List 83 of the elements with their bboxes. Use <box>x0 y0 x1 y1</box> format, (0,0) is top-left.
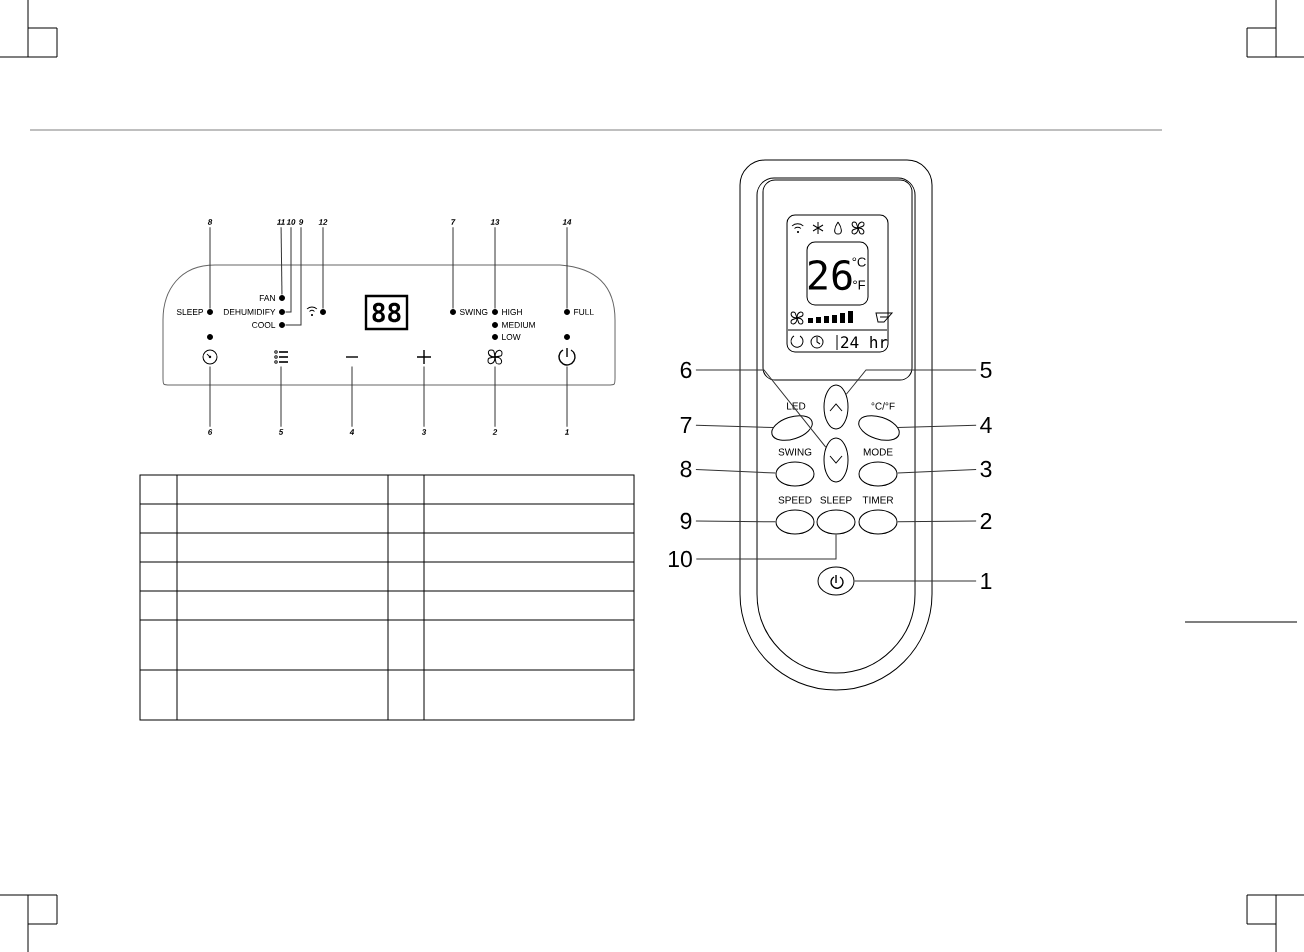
callout-number: 4 <box>980 417 992 433</box>
leader-line <box>854 580 977 582</box>
power-icon <box>558 347 576 366</box>
leader-line <box>452 226 454 309</box>
callout-number: 14 <box>562 219 572 225</box>
list-icon <box>274 350 289 364</box>
callout-number: 2 <box>492 429 498 435</box>
indicator-label: COOL <box>252 322 276 328</box>
callout-number: 3 <box>421 429 427 435</box>
remote-button: MODE <box>858 448 898 487</box>
callout-number: 8 <box>680 460 692 478</box>
callout-number: 1 <box>981 573 992 589</box>
leader-line <box>209 366 211 428</box>
remote-button: TIMER <box>858 496 898 535</box>
leader-line <box>566 226 568 309</box>
unit-label: °C <box>852 257 866 267</box>
callout-number: 9 <box>680 512 692 530</box>
leader-line <box>285 226 292 313</box>
leader-line <box>494 226 496 309</box>
leader-line <box>695 520 776 523</box>
leader-line <box>209 226 211 309</box>
indicator-label: FULL <box>574 309 594 315</box>
callout-number: 6 <box>208 429 213 435</box>
leader-line <box>845 369 977 395</box>
display-box: 88 <box>364 294 409 331</box>
timer-icon <box>202 349 218 365</box>
leader-line <box>896 468 977 474</box>
callout-number: 13 <box>490 219 500 225</box>
unit-label: °F <box>853 280 866 290</box>
node-label: °C/°F <box>871 402 895 410</box>
node-label: SPEED <box>778 496 812 504</box>
remote-button: °C/°F <box>858 402 900 441</box>
node-label: TIMER <box>862 496 894 504</box>
callout-number: 2 <box>980 512 992 530</box>
display-digits: 26 <box>808 259 852 291</box>
up-button <box>823 384 849 430</box>
callout-number: 9 <box>298 219 304 225</box>
node-label: SLEEP <box>820 496 852 504</box>
down-button <box>823 437 849 483</box>
indicator-label: HIGH <box>502 309 522 315</box>
leader-line <box>494 366 496 428</box>
callout-number: 10 <box>286 219 296 225</box>
fan-icon <box>487 349 503 365</box>
callout-number: 7 <box>451 219 456 225</box>
power-button <box>817 566 855 596</box>
leader-line <box>566 366 568 428</box>
remote-button: SWING <box>775 448 815 487</box>
remote-button: SPEED <box>775 496 815 535</box>
plus-icon <box>416 349 432 365</box>
minus-icon <box>345 356 359 358</box>
leader-line <box>280 366 282 428</box>
leader-line <box>695 468 777 474</box>
leader-line <box>351 366 353 428</box>
callout-number: 6 <box>680 361 692 379</box>
callout-number: 4 <box>349 429 355 435</box>
leader-line <box>897 520 977 523</box>
timer-readout: 24 hr <box>841 335 888 349</box>
indicator-label: MEDIUM <box>502 322 535 328</box>
node-label: MODE <box>863 448 893 456</box>
leader-line <box>280 226 283 295</box>
leader-line <box>285 226 302 326</box>
leader-line <box>322 226 324 309</box>
callout-number: 3 <box>980 460 992 478</box>
leader-line <box>423 366 425 428</box>
callout-number: 10 <box>669 550 692 568</box>
callout-number: 8 <box>207 219 213 225</box>
leader-line <box>695 424 774 428</box>
callout-number: 1 <box>564 429 569 435</box>
callout-number: 11 <box>277 219 285 225</box>
indicator-label: LOW <box>502 334 521 340</box>
indicator-label: DEHUMIDIFY <box>223 309 276 315</box>
callout-number: 12 <box>318 219 328 225</box>
indicator-label: SWING <box>459 309 488 315</box>
indicator-label: FAN <box>259 295 275 301</box>
node-label: SWING <box>778 448 812 456</box>
remote-button: SLEEP <box>816 496 856 535</box>
indicator-label: SLEEP <box>176 309 204 315</box>
leader-line <box>695 369 827 448</box>
callout-number: 5 <box>980 362 992 378</box>
leader-line <box>695 534 837 560</box>
callout-number: 7 <box>680 417 692 433</box>
callout-number: 5 <box>278 429 284 435</box>
leader-line <box>897 424 977 428</box>
